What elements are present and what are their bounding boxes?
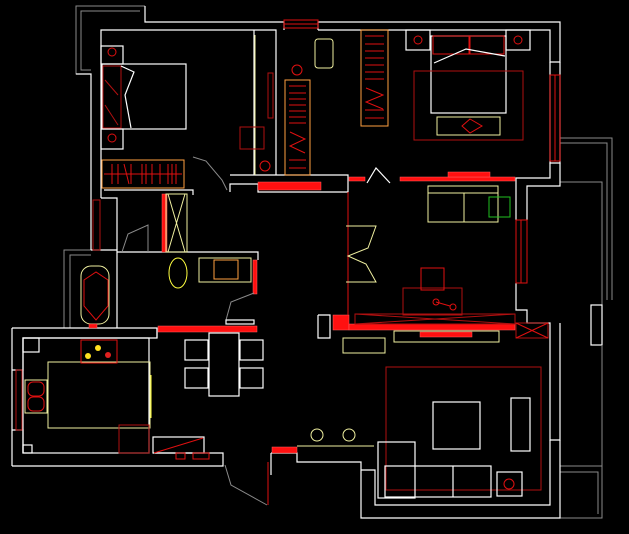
closet <box>284 29 389 176</box>
wall-fills <box>157 171 516 454</box>
bedroom-left <box>100 35 274 191</box>
dining-table <box>184 332 356 442</box>
windows <box>15 19 561 431</box>
kitchen <box>22 337 269 506</box>
balcony-right <box>560 137 613 519</box>
balcony-left <box>63 249 91 328</box>
study <box>342 185 549 354</box>
bedroom-master <box>366 29 531 184</box>
living-room <box>297 366 542 499</box>
bathroom <box>80 193 255 329</box>
